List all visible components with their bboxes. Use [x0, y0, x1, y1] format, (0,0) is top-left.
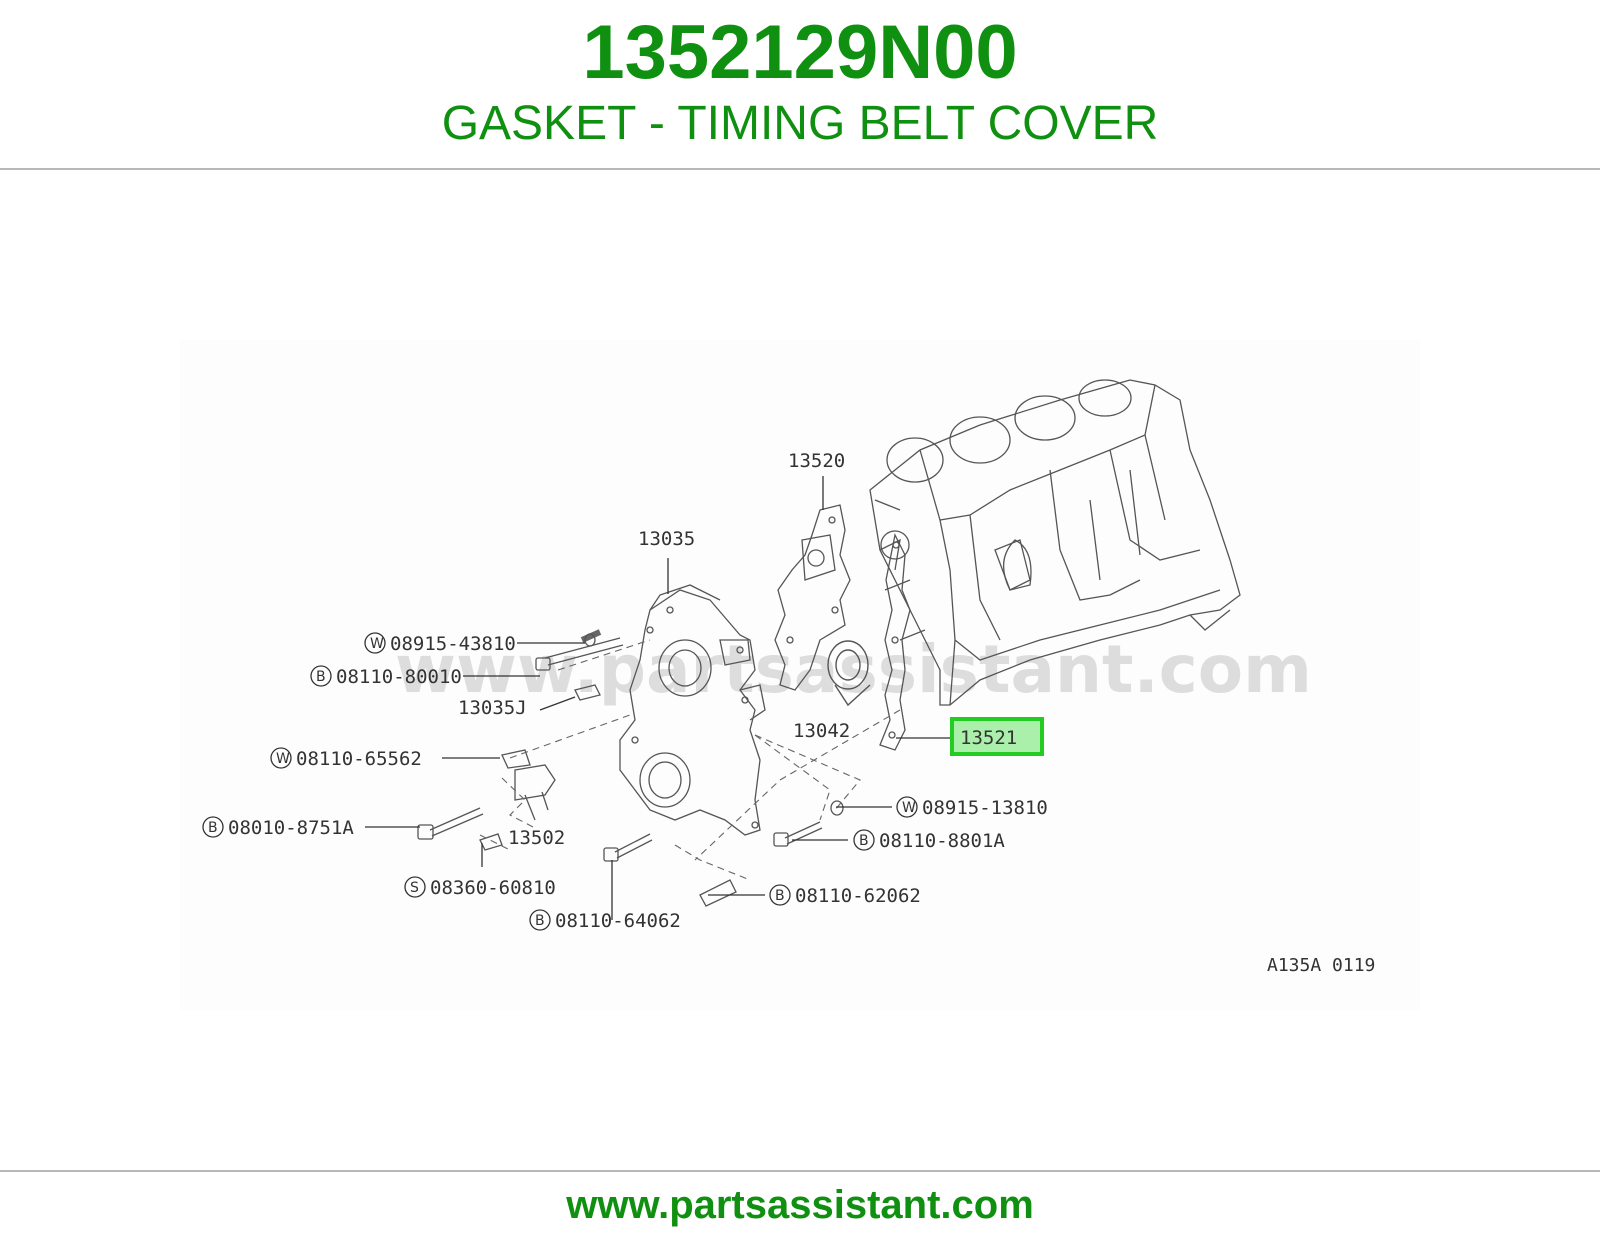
callout-s-08360-60810: S 08360-60810	[404, 876, 556, 899]
gasket-13520-drawing	[774, 504, 851, 691]
label-13502: 13502	[508, 827, 565, 849]
callout-b-08110-80010: B 08110-80010	[310, 665, 462, 688]
bolt-symbol: B	[859, 833, 869, 849]
bolts-drawing	[417, 629, 844, 907]
label-08915-13810: 08915-13810	[922, 797, 1048, 819]
figure-code: A135A 0119	[1267, 955, 1375, 976]
callout-b-08110-62062: B 08110-62062	[769, 884, 921, 907]
bolt-symbol: B	[775, 888, 785, 904]
label-13042: 13042	[793, 720, 850, 742]
label-13035j: 13035J	[458, 697, 527, 719]
screw-symbol: S	[410, 880, 419, 896]
header-divider	[0, 168, 1600, 170]
label-08360-60810: 08360-60810	[430, 877, 556, 899]
engine-block-drawing	[869, 379, 1241, 706]
callout-b-08110-8801a: B 08110-8801A	[853, 829, 1005, 852]
washer-symbol: W	[902, 800, 916, 816]
parts-diagram: www.partsassistant.com	[180, 340, 1420, 1010]
label-13035: 13035	[638, 528, 695, 550]
leader-lines	[365, 476, 952, 920]
timing-cover-13035-drawing	[619, 584, 766, 836]
callout-w-08915-43810: W 08915-43810	[364, 632, 516, 655]
callout-b-08110-64062: B 08110-64062	[529, 909, 681, 932]
highlight-box-13521[interactable]	[950, 717, 1044, 756]
footer-divider	[0, 1170, 1600, 1172]
part-name-subtitle: GASKET - TIMING BELT COVER	[441, 97, 1159, 150]
label-08915-43810: 08915-43810	[390, 633, 516, 655]
footer-website-link[interactable]: www.partsassistant.com	[566, 1183, 1034, 1227]
label-08110-62062: 08110-62062	[795, 885, 921, 907]
washer-symbol: W	[370, 636, 384, 652]
bolt-symbol: B	[316, 669, 326, 685]
parts-diagram-svg: www.partsassistant.com	[202, 379, 1375, 976]
bracket-13502-drawing	[514, 764, 556, 821]
page-header: 1352129N00 GASKET - TIMING BELT COVER	[0, 0, 1600, 170]
callout-w-08110-65562: W 08110-65562	[270, 747, 422, 770]
label-08010-8751a: 08010-8751A	[228, 817, 354, 839]
bolt-symbol: B	[208, 820, 218, 836]
label-13521-highlighted[interactable]: 13521	[960, 727, 1017, 749]
label-08110-8801a: 08110-8801A	[879, 830, 1005, 852]
callout-w-08915-13810: W 08915-13810	[896, 796, 1048, 819]
label-08110-80010: 08110-80010	[336, 666, 462, 688]
bolt-symbol: B	[535, 913, 545, 929]
assembly-dashed-lines	[479, 639, 901, 881]
oil-seal-13042-drawing	[827, 640, 871, 707]
gasket-13521-drawing	[879, 533, 911, 751]
label-08110-65562: 08110-65562	[296, 748, 422, 770]
callout-b-08010-8751a: B 08010-8751A	[202, 816, 354, 839]
label-08110-64062: 08110-64062	[555, 910, 681, 932]
label-13520: 13520	[788, 450, 845, 472]
part-number-title: 1352129N00	[582, 10, 1018, 95]
washer-symbol: W	[276, 751, 290, 767]
